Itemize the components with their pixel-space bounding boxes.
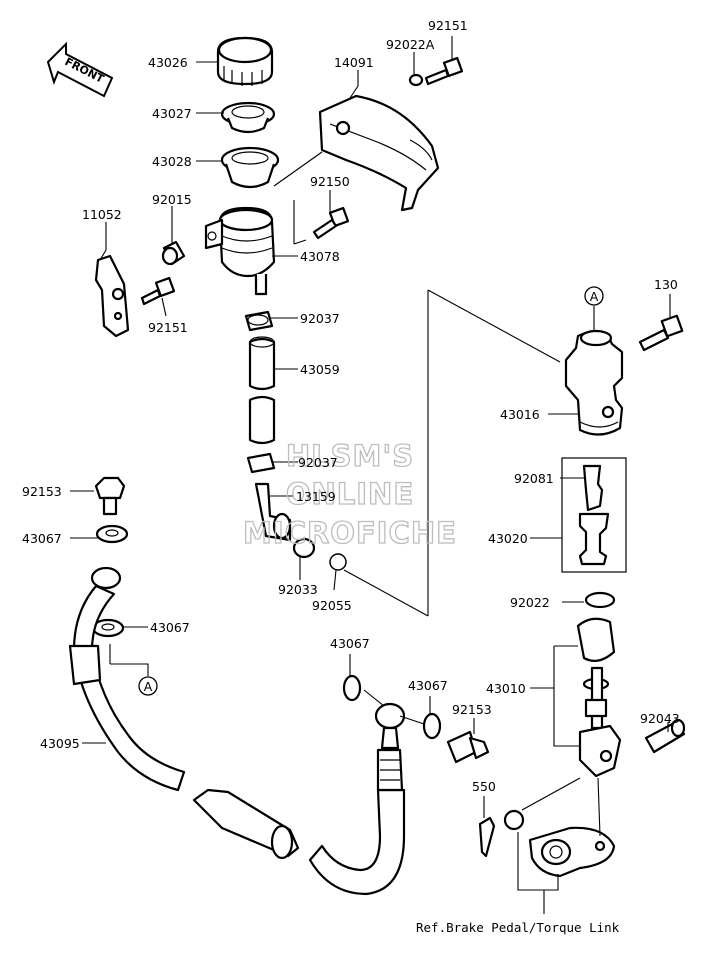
front-arrow-icon: FRONT — [46, 41, 114, 98]
label-92153-left: 92153 — [22, 484, 62, 499]
label-43078: 43078 — [300, 249, 340, 264]
watermark: HLSM'S ONLINE MICROFICHE — [242, 438, 457, 550]
reservoir-body-icon — [204, 206, 276, 296]
hose-fitting-13159-icon — [254, 482, 292, 542]
hose-clamp-92037-b-icon — [246, 452, 276, 474]
label-43010: 43010 — [486, 681, 526, 696]
label-130: 130 — [654, 277, 678, 292]
leader-lines — [70, 36, 671, 914]
label-92153-right: 92153 — [452, 702, 492, 717]
banjo-bolt-92153-right-icon — [446, 730, 490, 764]
label-92150: 92150 — [310, 174, 350, 189]
label-43067-c: 43067 — [330, 636, 370, 651]
svg-text:A: A — [144, 679, 153, 694]
master-cylinder-icon — [564, 329, 624, 436]
label-92151-top: 92151 — [428, 18, 468, 33]
label-92033: 92033 — [278, 582, 318, 597]
svg-text:ONLINE: ONLINE — [286, 477, 414, 511]
reference-note: Ref.Brake Pedal/Torque Link — [416, 920, 620, 935]
label-43067-b: 43067 — [150, 620, 190, 635]
label-92022a: 92022A — [386, 37, 435, 52]
label-92081: 92081 — [514, 471, 554, 486]
label-92055: 92055 — [312, 598, 352, 613]
label-92037-b: 92037 — [298, 455, 338, 470]
o-ring-92055-icon — [329, 553, 347, 571]
label-14091: 14091 — [334, 55, 374, 70]
circlip-92033-icon — [292, 537, 316, 559]
label-92037-a: 92037 — [300, 311, 340, 326]
label-43026: 43026 — [148, 55, 188, 70]
hose-clamp-92037-a-icon — [244, 310, 274, 332]
label-43027: 43027 — [152, 106, 192, 121]
label-13159: 13159 — [296, 489, 336, 504]
piston-kit-box — [561, 457, 627, 573]
washer-43067-a-icon — [95, 524, 129, 544]
svg-text:MICROFICHE: MICROFICHE — [243, 516, 457, 550]
label-43067-a: 43067 — [22, 531, 62, 546]
washer-43067-c-icon — [342, 674, 362, 702]
washer-43067-d-icon — [422, 712, 442, 740]
label-43059: 43059 — [300, 362, 340, 377]
banjo-bolt-92153-left-icon — [94, 476, 126, 516]
label-43020: 43020 — [488, 531, 528, 546]
bolt-92150-icon — [312, 206, 350, 240]
label-43028: 43028 — [152, 154, 192, 169]
reservoir-cover-icon — [318, 94, 440, 212]
label-92015: 92015 — [152, 192, 192, 207]
reservoir-cap-icon — [216, 36, 274, 86]
label-43016: 43016 — [500, 407, 540, 422]
svg-text:A: A — [590, 289, 599, 304]
label-92043: 92043 — [640, 711, 680, 726]
bracket-11052-icon — [94, 254, 130, 338]
label-550: 550 — [472, 779, 496, 794]
label-43067-d: 43067 — [408, 678, 448, 693]
part-labels: 43026 43027 43028 14091 92022A 92151 921… — [22, 18, 680, 794]
brake-hose-43095-icon — [68, 566, 406, 896]
circlip-92022-icon — [584, 591, 616, 609]
washer-pedal-icon — [503, 809, 525, 831]
diaphragm-plate-icon — [220, 101, 276, 134]
label-92151-left: 92151 — [148, 320, 188, 335]
cotter-pin-550-icon — [478, 816, 496, 858]
collar-92015-icon — [161, 240, 186, 266]
hose-43059-icon — [248, 336, 276, 445]
diaphragm-icon — [220, 146, 280, 189]
brake-pedal-bracket-icon — [528, 826, 616, 878]
svg-text:HLSM'S: HLSM'S — [286, 439, 414, 473]
washer-92022a-icon — [408, 73, 424, 87]
pin-92043-icon — [644, 718, 686, 754]
bolt-92151-left-icon — [140, 276, 176, 306]
label-92022: 92022 — [510, 595, 550, 610]
callout-a-bottom: A — [138, 676, 158, 696]
push-rod-assy-icon — [576, 617, 622, 778]
label-43095: 43095 — [40, 736, 80, 751]
bolt-92151-top-icon — [424, 56, 464, 86]
callout-a-top: A — [584, 286, 604, 306]
bolt-130-icon — [638, 314, 684, 352]
label-11052: 11052 — [82, 207, 122, 222]
